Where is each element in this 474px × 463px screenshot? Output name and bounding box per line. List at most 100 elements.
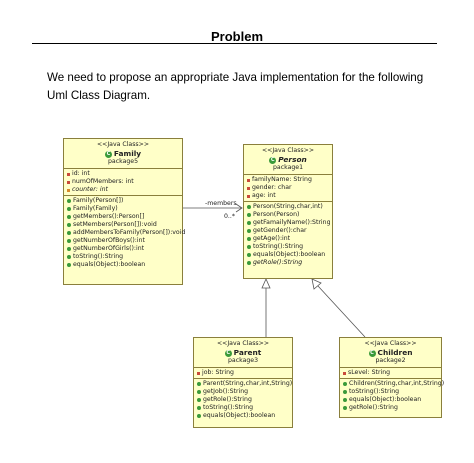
private-field-icon	[247, 186, 250, 190]
association-arrowhead	[235, 203, 243, 213]
method-icon	[197, 406, 201, 410]
method-icon	[67, 263, 71, 267]
constructor-icon	[247, 213, 251, 217]
private-field-icon	[247, 194, 250, 198]
method-row: toString():String	[247, 243, 329, 251]
methods-section: Children(String,char,int,String) toStrin…	[340, 379, 444, 413]
attributes-section: id: int numOfMembers: int counter: int	[64, 169, 182, 196]
package-label: package2	[375, 357, 406, 364]
method-row: getNumberOfBoys():int	[67, 237, 179, 245]
method-icon	[197, 398, 201, 402]
children-generalization-line	[317, 285, 366, 338]
method-icon	[67, 231, 71, 235]
method-row: toString():String	[343, 388, 438, 396]
attributes-section: familyName: String gender: char age: int	[244, 175, 332, 202]
attribute-row: counter: int	[67, 186, 179, 194]
constructor-icon	[67, 199, 71, 203]
attribute-row: numOfMembers: int	[67, 178, 179, 186]
method-icon	[197, 390, 201, 394]
method-row: getJob():String	[197, 388, 289, 396]
method-row: Family(Person[])	[67, 197, 179, 205]
private-field-icon	[247, 178, 250, 182]
method-row: Parent(String,char,int,String)	[197, 380, 292, 388]
method-row: getRole():String	[197, 396, 289, 404]
method-row: getRole():String	[343, 404, 438, 412]
method-row: getAge():int	[247, 235, 329, 243]
attribute-row: familyName: String	[247, 176, 329, 184]
attribute-row: age: int	[247, 192, 329, 200]
method-icon	[67, 215, 71, 219]
method-row: equals(Object):boolean	[343, 396, 438, 404]
method-icon	[67, 255, 71, 259]
title-rule	[32, 43, 437, 44]
method-icon	[197, 414, 201, 418]
constructor-icon	[67, 207, 71, 211]
page-title: Problem	[210, 29, 263, 44]
method-row: addMembersToFamily(Person[]):void	[67, 229, 185, 237]
method-row: getMembers():Person[]	[67, 213, 179, 221]
abstract-class-icon: C	[269, 156, 277, 164]
constructor-icon	[247, 205, 251, 209]
methods-section: Family(Person[]) Family(Family) getMembe…	[64, 196, 185, 270]
methods-section: Person(String,char,int) Person(Person) g…	[244, 202, 332, 268]
method-row: toString():String	[197, 404, 289, 412]
stereotype-label: <<Java Class>>	[261, 147, 315, 154]
constructor-icon	[343, 382, 347, 386]
method-icon	[343, 406, 347, 410]
constructor-icon	[197, 382, 201, 386]
class-name: Person	[278, 155, 307, 164]
method-row: setMembers(Person[]):void	[67, 221, 179, 229]
method-icon	[247, 253, 251, 257]
private-field-icon	[67, 180, 70, 184]
abstract-method-icon	[247, 261, 251, 265]
method-icon	[343, 398, 347, 402]
private-field-icon	[343, 371, 346, 375]
attribute-row: gender: char	[247, 184, 329, 192]
method-icon	[247, 237, 251, 241]
attribute-row: job: String	[197, 369, 289, 377]
intro-line-2: Uml Class Diagram.	[47, 89, 151, 102]
method-row: getRole():String	[247, 259, 329, 267]
method-row: getFamailyName():String	[247, 219, 331, 227]
class-icon: C	[104, 150, 112, 158]
method-row: Children(String,char,int,String)	[343, 380, 444, 388]
method-row: getNumberOfGirls():int	[67, 245, 179, 253]
method-icon	[247, 229, 251, 233]
attribute-row: sLevel: String	[343, 369, 438, 377]
association-role-label: -members	[205, 200, 237, 207]
package-label: package3	[227, 357, 259, 364]
method-row: equals(Object):boolean	[67, 261, 179, 269]
method-row: Family(Family)	[67, 205, 179, 213]
method-icon	[67, 239, 71, 243]
private-field-icon	[67, 172, 70, 176]
method-row: getGender():char	[247, 227, 329, 235]
class-name: Children	[377, 348, 413, 357]
stereotype-label: <<Java Class>>	[96, 141, 150, 148]
method-icon	[247, 245, 251, 249]
static-field-icon	[67, 188, 70, 192]
association-multiplicity-label: 0..*	[224, 213, 235, 220]
stereotype-label: <<Java Class>>	[216, 340, 270, 347]
package-label: package5	[107, 158, 139, 165]
method-row: equals(Object):boolean	[247, 251, 329, 259]
private-field-icon	[197, 371, 200, 375]
method-icon	[343, 390, 347, 394]
stereotype-label: <<Java Class>>	[364, 340, 417, 347]
method-icon	[67, 223, 71, 227]
method-icon	[247, 221, 251, 225]
class-name: Family	[113, 149, 142, 158]
class-name: Parent	[233, 348, 262, 357]
class-icon: C	[224, 349, 232, 357]
attributes-section: job: String	[194, 368, 292, 379]
intro-line-1: We need to propose an appropriate Java i…	[47, 71, 424, 84]
intro-text: We need to propose an appropriate Java i…	[47, 69, 447, 105]
